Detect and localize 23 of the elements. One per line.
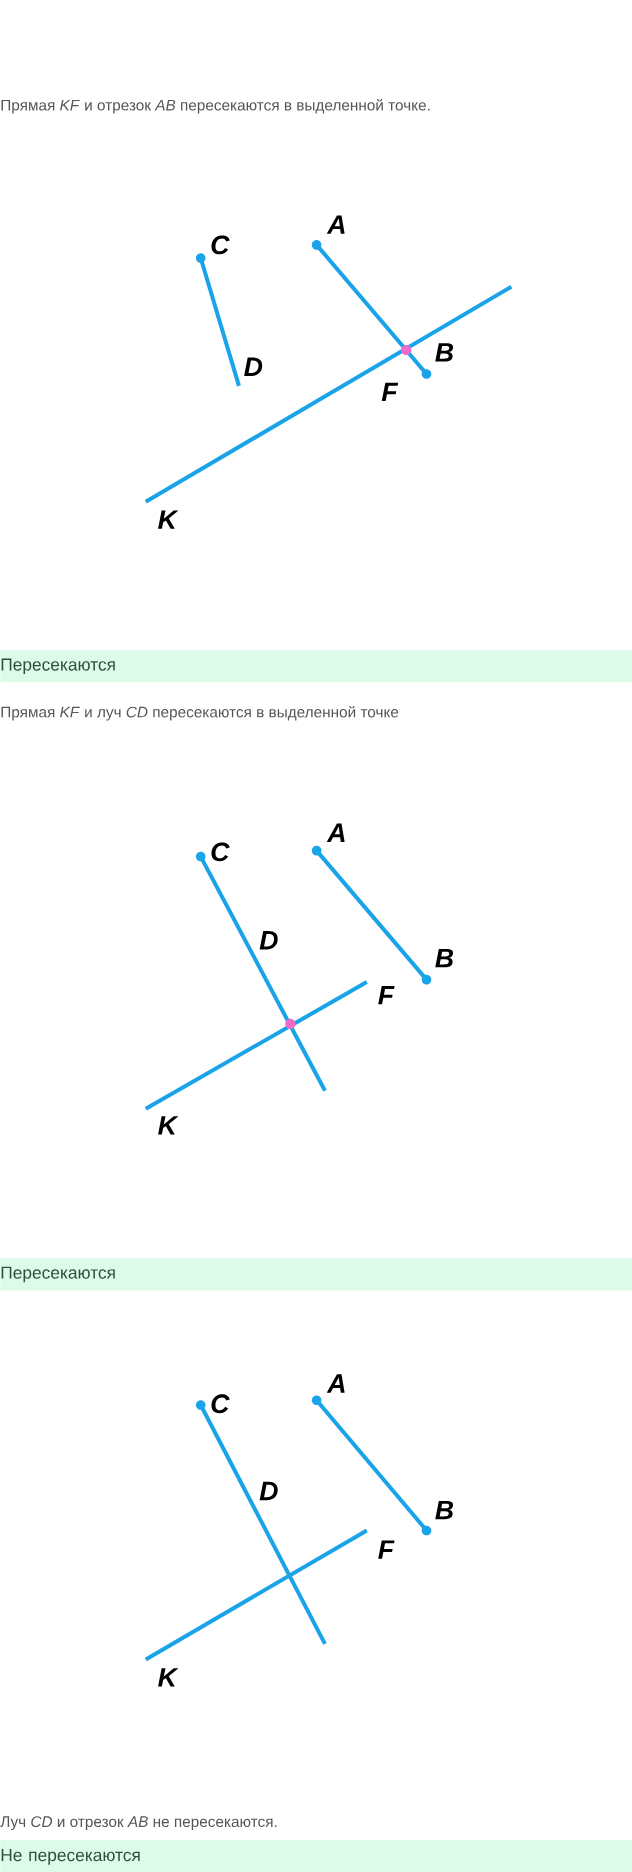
point-label: D (244, 357, 263, 376)
point-label: A (326, 1374, 345, 1393)
point-label: A (326, 823, 345, 842)
point-label: F (378, 986, 395, 1005)
statement-text: Прямая KF и луч CD пересекаются в выделенной точке (1, 705, 399, 721)
point-label: A (326, 215, 345, 234)
answer-band: Не пересекаются (0, 1840, 632, 1872)
point-label: C (211, 235, 230, 255)
point-label: D (259, 1481, 278, 1501)
answer-band: Пересекаются (0, 650, 632, 683)
point-label: C (211, 842, 230, 862)
point-label: C (211, 1394, 230, 1414)
point-label: D (259, 931, 278, 950)
point-label: B (435, 949, 454, 968)
point-label: F (381, 382, 399, 402)
point-label: K (158, 510, 179, 529)
point-label: B (435, 343, 454, 362)
point-label: B (435, 1500, 454, 1520)
statement-text: Прямая KF и отрезок AB пересекаются в выделенной точке. (1, 99, 430, 114)
answer-band: Пересекаются (0, 1258, 632, 1291)
point-label: F (378, 1540, 395, 1559)
point-label: K (158, 1116, 179, 1135)
point-label: K (158, 1668, 179, 1687)
